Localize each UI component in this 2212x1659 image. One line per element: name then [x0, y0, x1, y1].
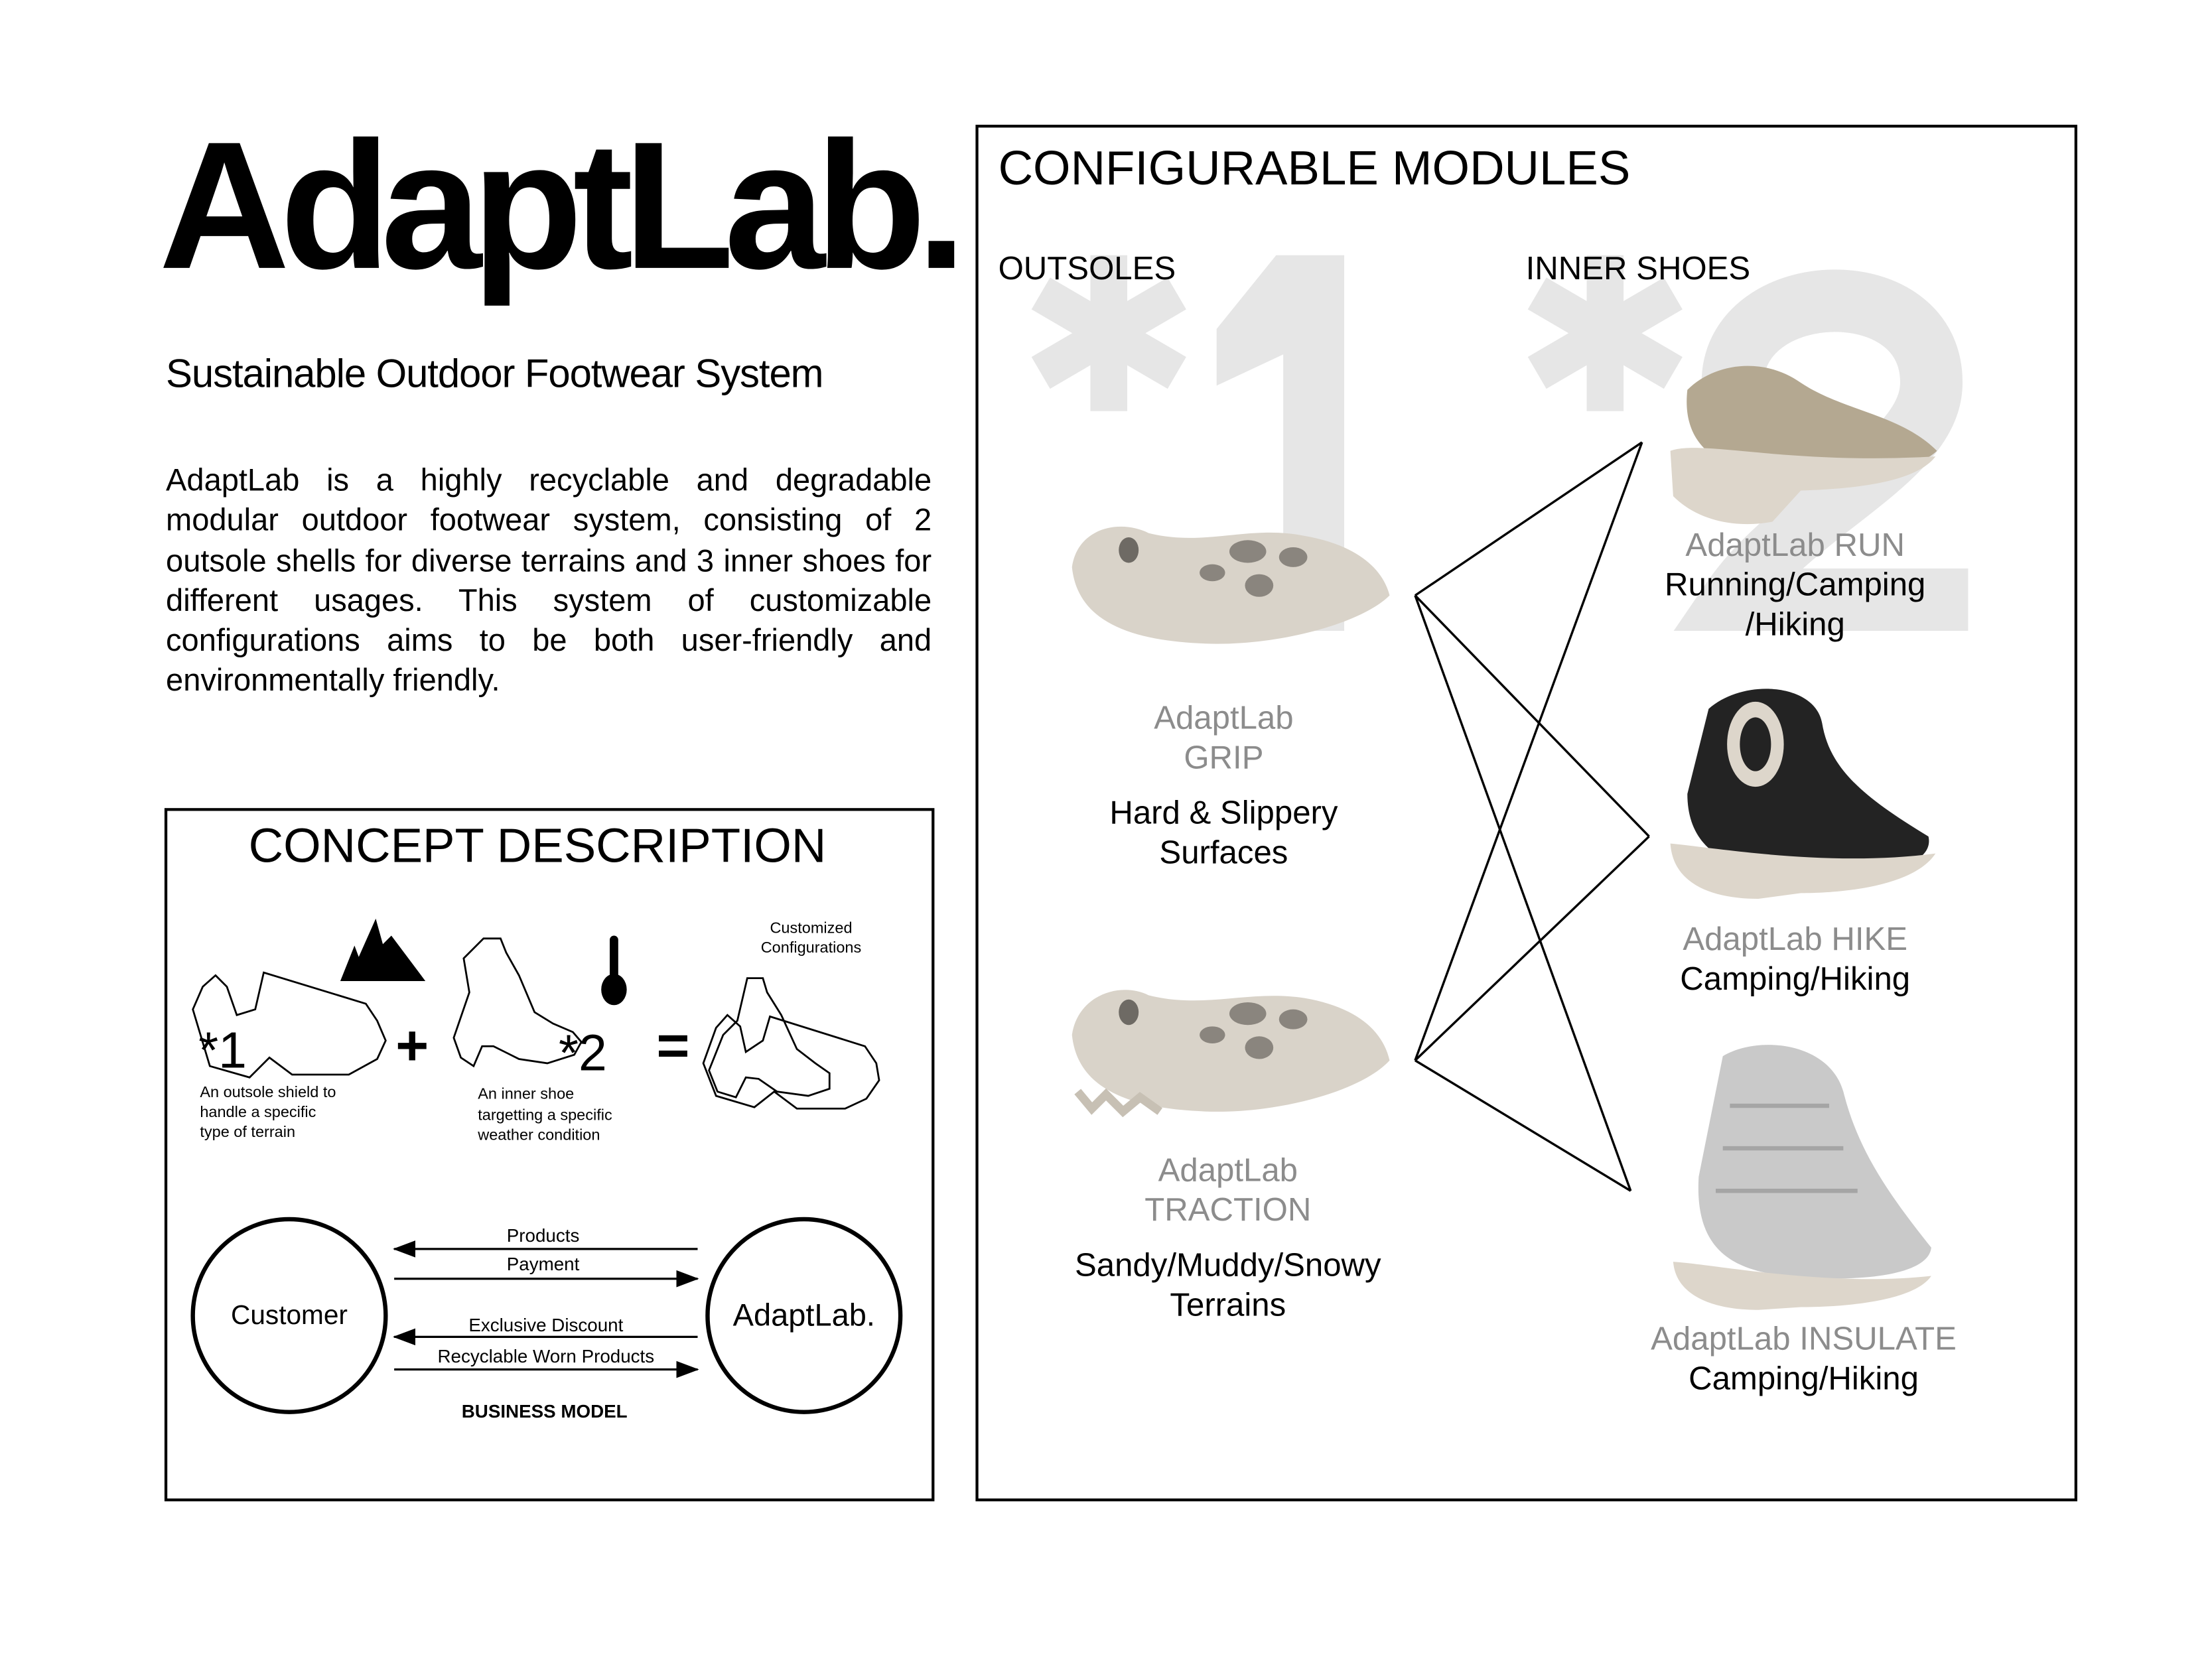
customer-circle — [190, 1217, 388, 1414]
outsoles-heading: OUTSOLES — [999, 251, 1176, 287]
customer-label: Customer — [231, 1299, 348, 1330]
configurable-modules-panel — [975, 125, 2077, 1502]
insulate-name: AdaptLab INSULATE — [1651, 1321, 1957, 1357]
connection-lines — [1414, 441, 1650, 1192]
brand-description: AdaptLab is a highly recyclable and degr… — [166, 462, 932, 698]
plus-sign: + — [395, 1014, 429, 1077]
combined-configuration-outline — [702, 977, 880, 1110]
brand-subtitle: Sustainable Outdoor Footwear System — [166, 352, 823, 396]
grip-outsole-image — [1071, 526, 1390, 644]
arrow-label: Exclusive Discount — [468, 1315, 623, 1335]
insulate-use: Camping/Hiking — [1689, 1360, 1919, 1396]
thermometer-icon — [601, 935, 627, 1006]
arrow-label: Payment — [507, 1254, 580, 1274]
business-model-label: BUSINESS MODEL — [462, 1401, 628, 1422]
arrow-label: Products — [507, 1225, 580, 1246]
inner-shoes-heading: INNER SHOES — [1526, 251, 1751, 287]
hike-shoe-image — [1670, 689, 1936, 899]
watermark-2 — [1527, 255, 1969, 631]
watermark-1 — [1031, 255, 1345, 631]
run-use: Running/Camping/Hiking — [1665, 567, 1925, 643]
outsole-marker: *1 — [198, 1022, 247, 1079]
adaptlab-circle — [705, 1217, 903, 1414]
brand-title: AdaptLab. — [159, 105, 967, 308]
run-name: AdaptLab RUN — [1685, 527, 1905, 563]
traction-outsole-image — [1071, 990, 1390, 1118]
insulate-shoe-image — [1673, 1045, 1931, 1310]
run-shoe-image — [1670, 365, 1937, 525]
equals-sign: = — [657, 1014, 690, 1077]
mountain-icon — [340, 918, 426, 981]
concept-description-panel — [164, 808, 935, 1502]
arrow-label: Recyclable Worn Products — [438, 1346, 655, 1366]
hike-name: AdaptLab HIKE — [1683, 921, 1907, 957]
concept-title: CONCEPT DESCRIPTION — [249, 819, 827, 872]
outsole-outline — [192, 971, 387, 1079]
hike-use: Camping/Hiking — [1680, 961, 1910, 997]
adaptlab-label: AdaptLab. — [733, 1297, 875, 1332]
inner-marker: *2 — [559, 1025, 607, 1082]
inner-shoe-outline — [452, 937, 583, 1068]
modules-title: CONFIGURABLE MODULES — [999, 141, 1631, 195]
